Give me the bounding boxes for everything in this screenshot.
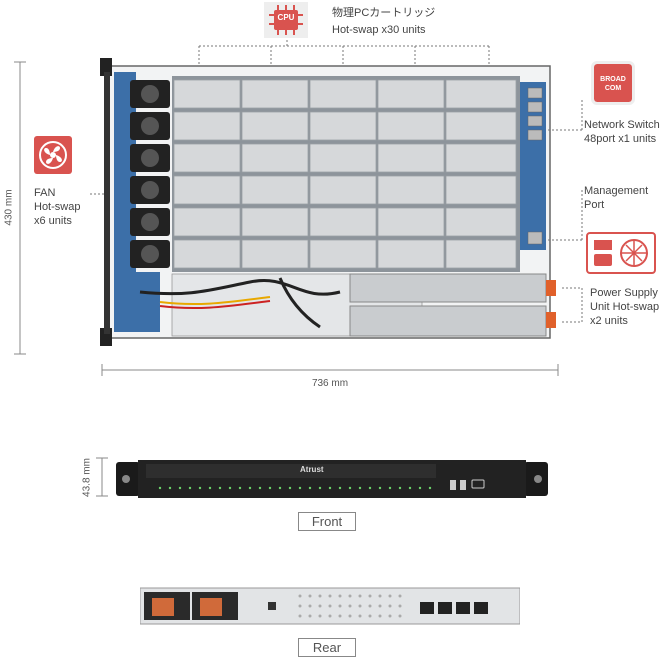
broadcom-chip-line1: BROAD [600,76,626,83]
cpu-bracket [198,40,490,68]
server-rear-view [140,587,520,625]
front-caption: Front [298,512,356,531]
management-label-line1: Management [584,185,649,197]
front-dimension-line [96,457,108,497]
cpu-label: 物理PCカートリッジ Hot-swap x30 units [332,6,435,37]
power-supply-label: Power Supply Unit Hot-swap x2 units [590,286,659,328]
fan-icon [34,136,72,174]
front-brand: Atrust [300,465,324,474]
rear-caption: Rear [298,638,356,657]
height-dimension-line [14,61,26,355]
network-label-line1: Network Switch [584,119,660,131]
power-supply-label-line3: x2 units [590,315,628,327]
cpu-label-line1: 物理PCカートリッジ [332,7,436,19]
right-leader-lines [548,100,583,323]
power-supply-icon [586,232,656,274]
network-label-line2: 48port x1 units [584,133,657,145]
fan-label-line2: Hot-swap [34,201,81,213]
height-dimension: 430 mm [3,189,15,226]
width-dimension-line [101,364,559,376]
front-dimension: 43.8 mm [81,458,93,497]
network-label: Network Switch 48port x1 units [584,118,660,146]
cpu-icon [264,2,308,38]
management-label: Management Port [584,184,648,212]
server-front-view [116,460,548,498]
broadcom-chip-line2: COM [604,85,622,92]
server-top-view [100,58,556,346]
power-supply-label-line2: Unit Hot-swap [590,301,660,313]
management-label-line2: Port [584,199,605,211]
width-dimension: 736 mm [311,378,349,389]
power-supply-label-line1: Power Supply [590,287,658,299]
fan-label-line3: x6 units [34,215,72,227]
fan-label-line1: FAN [34,187,56,199]
fan-label: FAN Hot-swap x6 units [34,186,80,228]
cpu-chip-text: CPU [277,13,295,22]
broadcom-icon: BROAD COM [591,61,635,105]
cpu-label-line2: Hot-swap x30 units [332,24,426,36]
